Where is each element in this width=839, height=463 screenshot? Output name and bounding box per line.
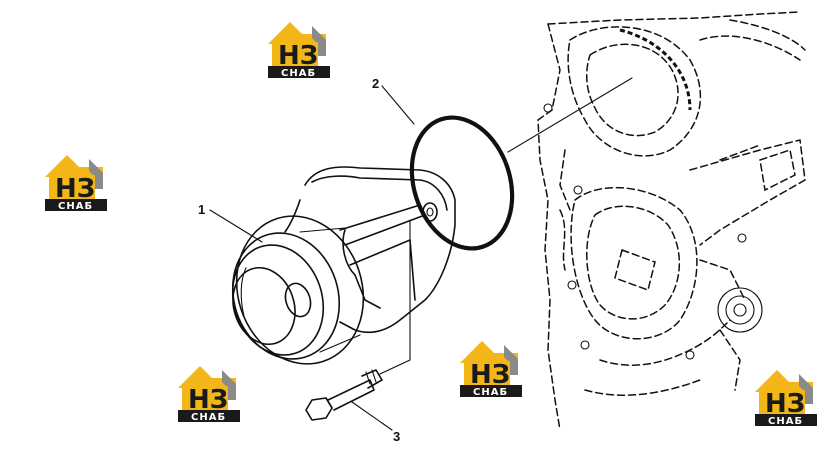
callout-3: 3 [393, 429, 400, 444]
watermark-logo: НЗ СНАБ [45, 155, 107, 212]
engine-block-outline [537, 11, 806, 431]
svg-text:СНАБ: СНАБ [191, 412, 226, 423]
svg-text:СНАБ: СНАБ [58, 201, 93, 212]
watermark-logo: НЗ СНАБ [178, 366, 240, 423]
watermark-logo: НЗ СНАБ [268, 22, 330, 79]
water-pump-part [231, 166, 456, 365]
bolt-part [305, 219, 411, 421]
svg-text:СНАБ: СНАБ [281, 68, 316, 79]
svg-text:НЗ: НЗ [470, 360, 510, 390]
svg-text:СНАБ: СНАБ [768, 416, 803, 427]
svg-text:НЗ: НЗ [278, 41, 318, 71]
watermark-logo: НЗ СНАБ [460, 341, 522, 398]
svg-text:НЗ: НЗ [55, 174, 95, 204]
svg-text:НЗ: НЗ [765, 389, 805, 419]
watermark-logo: НЗ СНАБ [755, 370, 817, 427]
svg-text:НЗ: НЗ [188, 385, 228, 415]
leader-lines [209, 85, 415, 431]
callout-2: 2 [372, 76, 379, 91]
o-ring-part [409, 77, 633, 251]
callout-1: 1 [198, 202, 205, 217]
svg-text:СНАБ: СНАБ [473, 387, 508, 398]
